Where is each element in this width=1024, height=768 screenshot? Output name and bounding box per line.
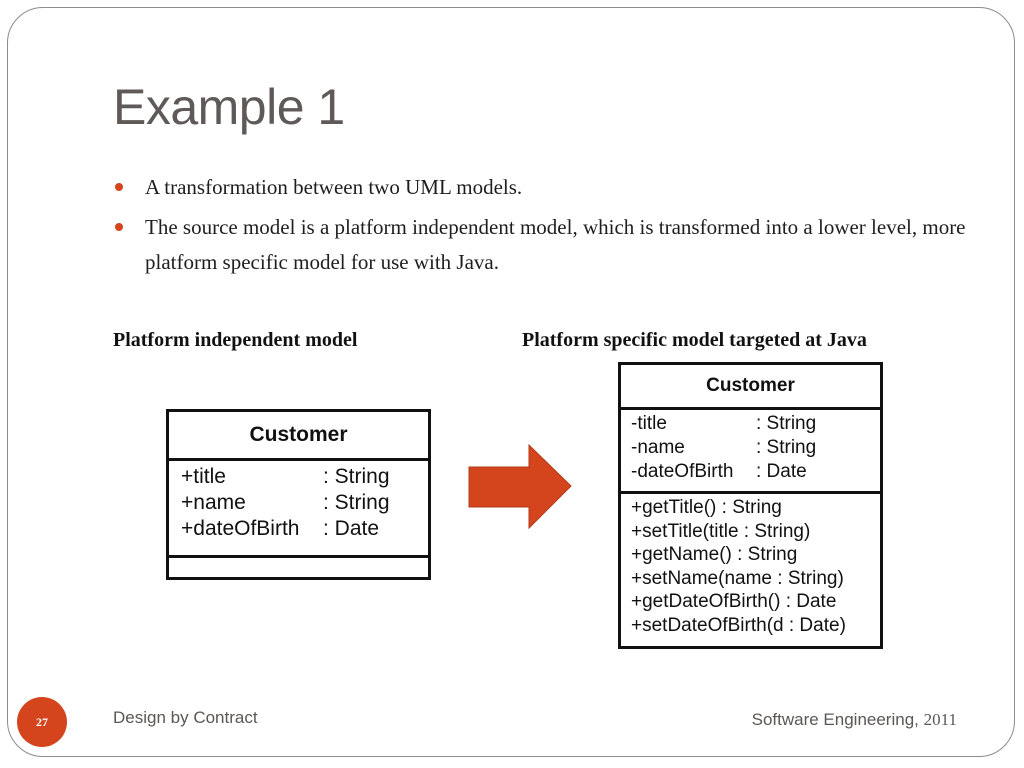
pim-label: Platform independent model: [113, 329, 358, 351]
psm-attribute-row: -name : String: [631, 436, 880, 460]
pim-class-name: Customer: [169, 412, 428, 461]
psm-attribute-row: -dateOfBirth : Date: [631, 460, 880, 484]
psm-label: Platform specific model targeted at Java: [522, 329, 867, 351]
attribute-name: -name: [631, 437, 685, 458]
pim-attribute-row: +name : String: [181, 490, 428, 516]
attribute-type: : String: [323, 491, 390, 514]
footer-course-title: Design by Contract: [113, 708, 258, 727]
pim-attribute-row: +title : String: [181, 464, 428, 490]
attribute-name: -title: [631, 413, 667, 434]
bullet-text: The source model is a platform independe…: [145, 215, 966, 274]
footer-year: 2011: [923, 710, 957, 729]
bullet-item: The source model is a platform independe…: [113, 210, 973, 280]
slide-frame: [7, 7, 1015, 757]
psm-operation-row: +setDateOfBirth(d : Date): [631, 614, 846, 636]
attribute-name: +dateOfBirth: [181, 517, 300, 540]
bullet-text: A transformation between two UML models.: [145, 175, 523, 199]
transform-arrow-icon: [468, 443, 572, 530]
pim-class-box: Customer +title : String +name : String …: [166, 409, 431, 580]
slide-title: Example 1: [113, 79, 345, 135]
bullet-dot-icon: [115, 183, 123, 191]
attribute-name: +name: [181, 491, 246, 514]
bullet-list: A transformation between two UML models.…: [113, 170, 973, 285]
psm-operations: +getTitle() : String +setTitle(title : S…: [621, 494, 880, 637]
psm-operation-row: +setTitle(title : String): [631, 520, 811, 542]
attribute-type: : Date: [756, 461, 807, 482]
psm-class-name: Customer: [621, 365, 880, 410]
psm-operation-row: +setName(name : String): [631, 567, 844, 589]
psm-attributes: -title : String -name : String -dateOfBi…: [621, 410, 880, 494]
bullet-item: A transformation between two UML models.: [113, 170, 973, 205]
attribute-name: +title: [181, 465, 226, 488]
attribute-type: : String: [756, 437, 817, 458]
footer-course-name: Software Engineering,: [751, 710, 919, 729]
psm-operation-row: +getName() : String: [631, 544, 798, 565]
psm-attribute-row: -title : String: [631, 412, 880, 436]
pim-operations: [169, 558, 428, 580]
attribute-type: : String: [323, 465, 390, 488]
psm-operation-row: +getTitle() : String: [631, 497, 782, 518]
pim-attributes: +title : String +name : String +dateOfBi…: [169, 461, 428, 558]
psm-class-box: Customer -title : String -name : String …: [618, 362, 883, 649]
page-number-badge: 27: [17, 697, 67, 747]
attribute-name: -dateOfBirth: [631, 461, 734, 482]
attribute-type: : Date: [323, 517, 380, 540]
bullet-dot-icon: [115, 223, 123, 231]
attribute-type: : String: [756, 413, 817, 434]
pim-attribute-row: +dateOfBirth : Date: [181, 516, 428, 542]
footer-course-info: Software Engineering, 2011: [752, 710, 957, 730]
psm-operation-row: +getDateOfBirth() : Date: [631, 591, 837, 612]
